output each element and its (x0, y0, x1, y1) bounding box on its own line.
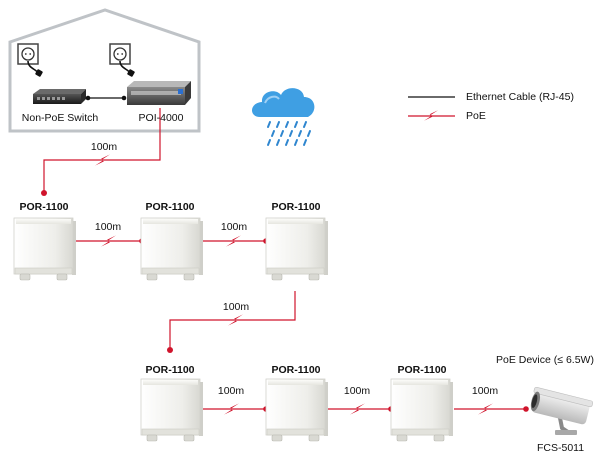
repeater-label: POR-1100 (271, 364, 321, 376)
repeater-label: POR-1100 (271, 201, 321, 213)
switch-label: Non-PoE Switch (21, 112, 99, 124)
legend-ethernet-label: Ethernet Cable (RJ-45) (466, 91, 574, 103)
distance-label: 100m (343, 385, 371, 397)
repeater-label: POR-1100 (145, 201, 195, 213)
repeater-group (13, 217, 453, 442)
house-outline (8, 8, 201, 133)
rain-cloud-icon (251, 88, 315, 146)
poe-link (169, 291, 296, 349)
legend-poe-label: PoE (466, 110, 486, 122)
poe-device-title: PoE Device (≤ 6.5W) (496, 354, 594, 366)
outlet-icon (17, 43, 43, 77)
distance-label: 100m (94, 221, 122, 233)
switch-icon (33, 89, 86, 104)
repeater-enclosure (13, 217, 76, 281)
repeater-enclosure (140, 378, 203, 442)
camera-icon (530, 386, 594, 435)
repeater-enclosure (390, 378, 453, 442)
distance-label: 100m (220, 221, 248, 233)
repeater-label: POR-1100 (145, 364, 195, 376)
injector-label: POI-4000 (138, 112, 184, 124)
repeater-label: POR-1100 (397, 364, 447, 376)
repeater-enclosure (265, 217, 328, 281)
repeater-enclosure (265, 378, 328, 442)
camera-model-label: FCS-5011 (537, 442, 585, 454)
distance-label: 100m (90, 141, 118, 153)
distance-label: 100m (471, 385, 499, 397)
injector-icon (127, 81, 191, 105)
distance-label: 100m (222, 301, 250, 313)
repeater-label: POR-1100 (19, 201, 69, 213)
distance-label: 100m (217, 385, 245, 397)
repeater-enclosure (140, 217, 203, 281)
outlet-icon (109, 43, 135, 77)
